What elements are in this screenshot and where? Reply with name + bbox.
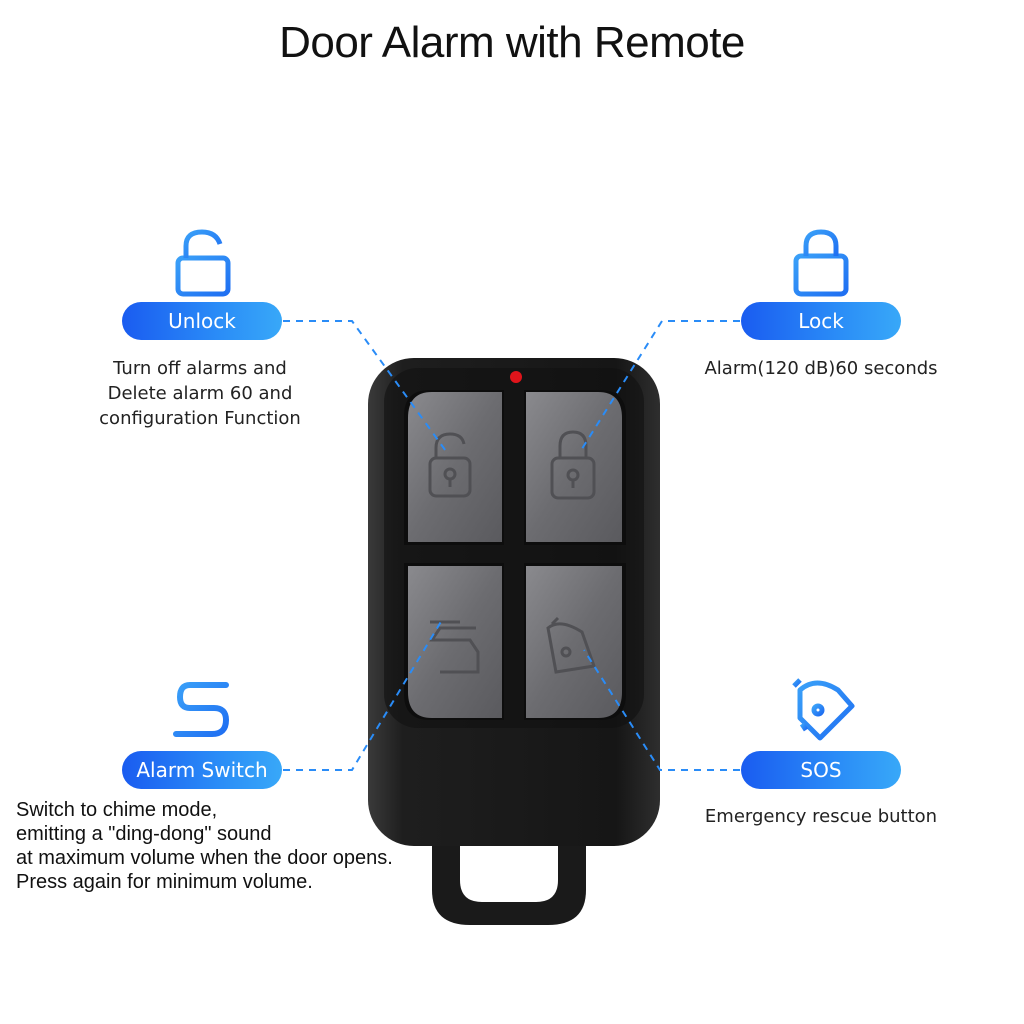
button-unlock-engraving bbox=[428, 432, 472, 498]
connector-switch bbox=[283, 619, 443, 771]
unlock-label: Unlock bbox=[168, 309, 236, 333]
sos-desc-line: Emergency rescue button bbox=[704, 806, 938, 827]
button-sos-engraving bbox=[546, 616, 597, 674]
alarm-switch-desc-line: Switch to chime mode, bbox=[16, 799, 218, 821]
sos-label: SOS bbox=[800, 758, 842, 782]
alarm-switch-label-pill: Alarm Switch bbox=[122, 751, 282, 789]
unlock-icon bbox=[175, 229, 231, 297]
button-lock-engraving bbox=[550, 430, 596, 500]
lock-description: Alarm(120 dB)60 seconds bbox=[690, 356, 952, 381]
led-indicator bbox=[510, 371, 522, 383]
unlock-description: Turn off alarms and Delete alarm 60 and … bbox=[80, 356, 320, 431]
lock-label-pill: Lock bbox=[741, 302, 901, 340]
lock-label: Lock bbox=[798, 309, 844, 333]
connector-sos bbox=[583, 649, 740, 771]
keyring-loop bbox=[432, 830, 586, 925]
unlock-desc-line: configuration Function bbox=[99, 408, 301, 429]
unlock-desc-line: Delete alarm 60 and bbox=[107, 383, 293, 404]
alarm-switch-label: Alarm Switch bbox=[136, 758, 268, 782]
connector-lock bbox=[579, 320, 740, 453]
switch-icon bbox=[173, 682, 229, 737]
alarm-switch-description: Switch to chime mode, emitting a "ding-d… bbox=[16, 798, 436, 894]
alarm-switch-desc-line: emitting a "ding-dong" sound bbox=[16, 823, 272, 845]
alarm-switch-desc-line: at maximum volume when the door opens. bbox=[16, 847, 393, 869]
alarm-switch-desc-line: Press again for minimum volume. bbox=[16, 871, 313, 893]
sos-description: Emergency rescue button bbox=[690, 804, 952, 829]
remote-button-sos bbox=[524, 563, 626, 720]
unlock-label-pill: Unlock bbox=[122, 302, 282, 340]
button-switch-engraving bbox=[429, 620, 480, 674]
sos-label-pill: SOS bbox=[741, 751, 901, 789]
lock-icon bbox=[793, 229, 849, 297]
lock-desc-line: Alarm(120 dB)60 seconds bbox=[704, 358, 938, 379]
page-title: Door Alarm with Remote bbox=[279, 18, 745, 67]
unlock-desc-line: Turn off alarms and bbox=[113, 358, 287, 379]
bell-icon bbox=[792, 678, 855, 741]
connector-unlock bbox=[283, 320, 449, 455]
remote-button-lock bbox=[524, 390, 626, 545]
connector-lines bbox=[283, 320, 740, 771]
